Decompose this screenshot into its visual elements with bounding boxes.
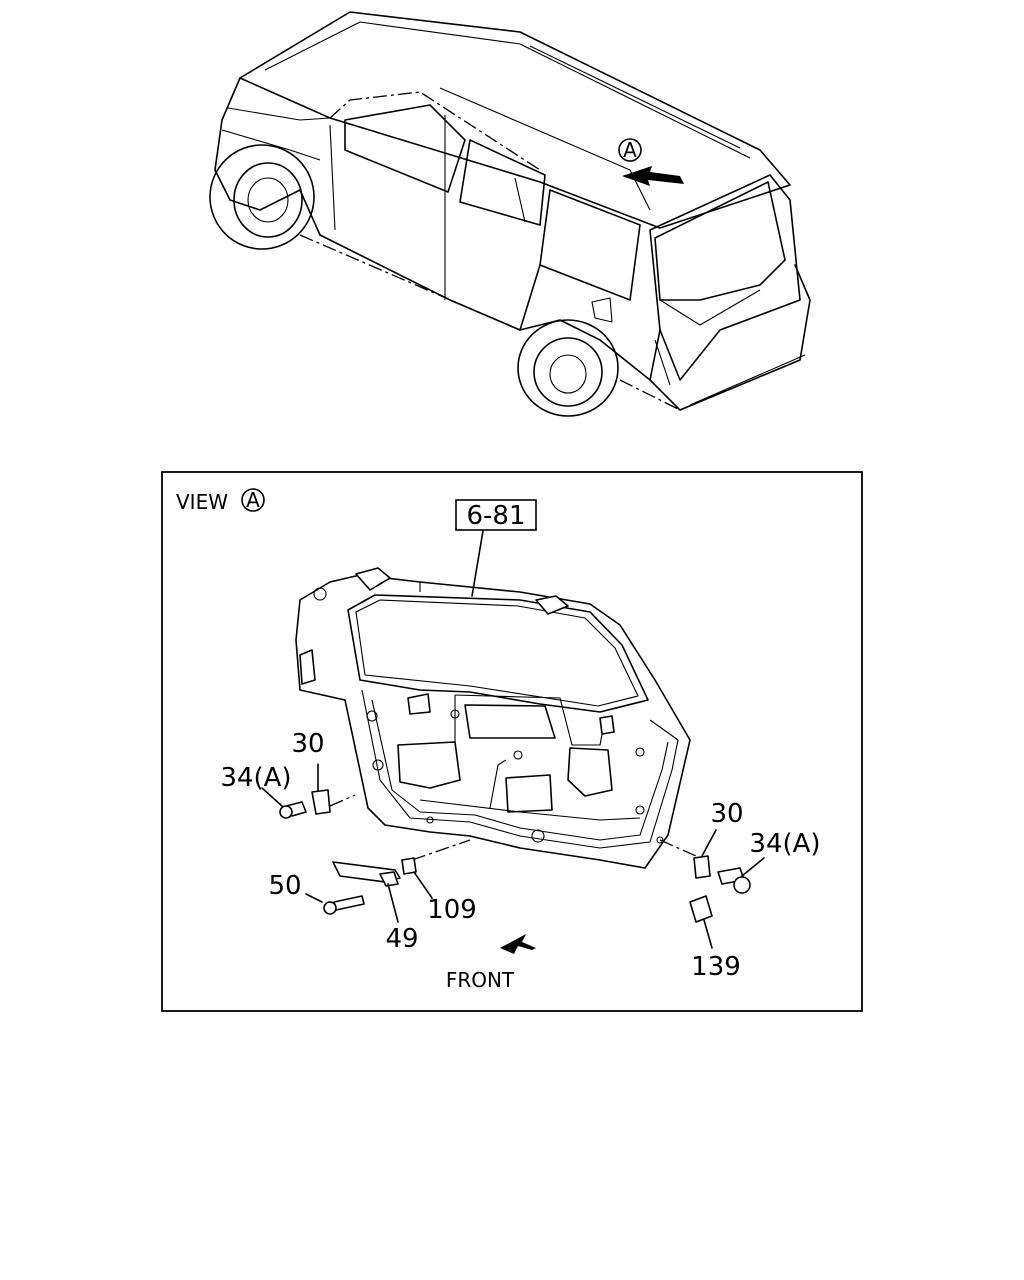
vehicle-illustration: A — [209, 11, 811, 417]
view-a-callout-letter: A — [623, 138, 637, 162]
callout-30-right: 30 — [710, 799, 743, 829]
assembly-reference-box: 6-81 — [455, 499, 537, 597]
view-title-circle — [241, 488, 265, 512]
callout-109: 109 — [427, 895, 477, 925]
callout-49: 49 — [385, 924, 418, 954]
callout-34a-left: 34(A) — [220, 763, 291, 793]
callout-30-left: 30 — [291, 729, 324, 759]
view-direction-arrow — [622, 166, 684, 186]
view-a-callout — [618, 138, 642, 162]
front-direction-arrow — [500, 934, 536, 954]
fastener-right — [659, 829, 765, 949]
fastener-left — [261, 763, 356, 819]
callout-139: 139 — [691, 952, 741, 982]
assembly-reference-number: 6-81 — [466, 501, 525, 531]
view-a-title: VIEW A — [176, 488, 265, 514]
front-label: FRONT — [446, 968, 515, 992]
back-door-inner-panel — [295, 567, 691, 869]
callout-34a-right: 34(A) — [749, 829, 820, 859]
view-title-circle-letter: A — [246, 488, 260, 512]
fastener-lower-left — [305, 839, 471, 923]
view-title-text: VIEW — [176, 490, 228, 514]
view-a-panel-frame — [161, 471, 863, 1012]
callout-50: 50 — [268, 871, 301, 901]
